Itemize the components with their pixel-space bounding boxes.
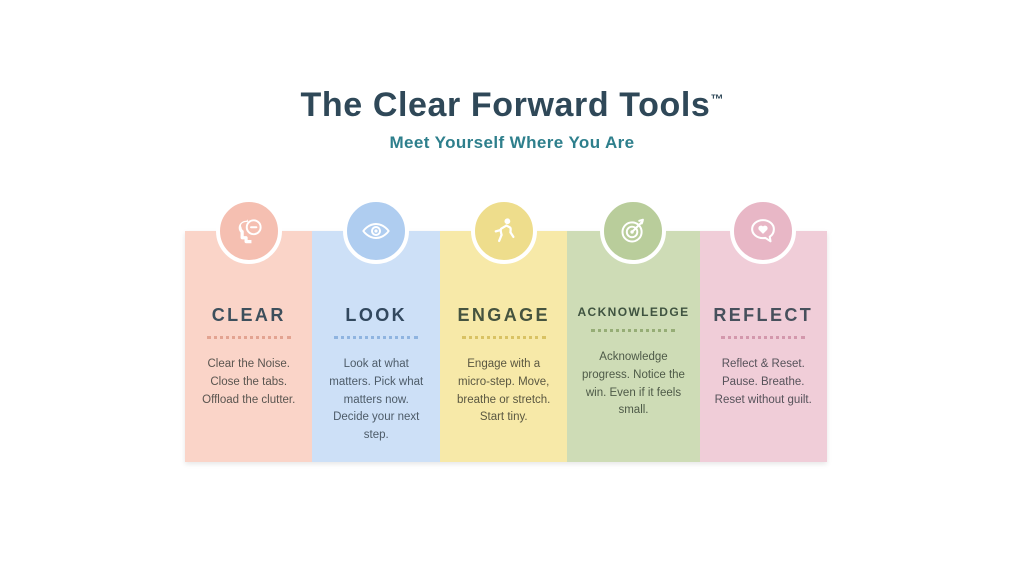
- page-title: The Clear Forward Tools™: [0, 86, 1024, 125]
- step-description-clear: Clear the Noise. Close the tabs. Offload…: [202, 358, 296, 406]
- step-card-engage[interactable]: ENGAGE Engage with a micro-step. Move, b…: [439, 198, 568, 462]
- step-icon-badge-clear: [215, 198, 282, 264]
- speech-bubble-heart-icon: [748, 216, 778, 246]
- target-arrow-icon: [618, 216, 648, 246]
- step-title-reflect: REFLECT: [713, 305, 814, 325]
- page-subtitle: Meet Yourself Where You Are: [389, 133, 635, 153]
- step-icon-badge-engage: [470, 198, 537, 264]
- step-card-acknowledge[interactable]: ACKNOWLEDGE Acknowledge progress. Notice…: [567, 198, 700, 462]
- step-description-look: Look at what matters. Pick what matters …: [329, 358, 424, 442]
- step-divider-acknowledge: [591, 329, 676, 335]
- step-title-look: LOOK: [345, 305, 408, 325]
- step-description-reflect: Reflect & Reset. Pause. Breathe. Reset w…: [714, 358, 812, 406]
- step-icon-badge-look: [343, 198, 410, 264]
- page-title-text: The Clear Forward Tools: [300, 86, 711, 124]
- step-card-reflect[interactable]: REFLECT Reflect & Reset. Pause. Breathe.…: [699, 198, 827, 462]
- step-card-look[interactable]: LOOK Look at what matters. Pick what mat…: [312, 198, 440, 462]
- eye-icon: [361, 216, 391, 246]
- running-person-icon: [489, 216, 519, 246]
- step-description-acknowledge: Acknowledge progress. Notice the win. Ev…: [582, 351, 685, 417]
- step-divider-engage: [461, 336, 546, 342]
- step-divider-clear: [206, 336, 291, 342]
- header: The Clear Forward Tools™ Meet Yourself W…: [0, 86, 1024, 153]
- step-card-clear[interactable]: CLEAR Clear the Noise. Close the tabs. O…: [185, 198, 313, 462]
- step-description-engage: Engage with a micro-step. Move, breathe …: [457, 358, 551, 424]
- head-minus-icon: [234, 216, 264, 246]
- step-title-engage: ENGAGE: [457, 305, 550, 325]
- step-icon-badge-reflect: [730, 198, 797, 264]
- step-title-clear: CLEAR: [211, 305, 286, 325]
- steps-row: CLEAR Clear the Noise. Close the tabs. O…: [185, 198, 827, 462]
- step-icon-badge-acknowledge: [600, 198, 667, 264]
- step-title-acknowledge: ACKNOWLEDGE: [577, 305, 690, 319]
- step-divider-reflect: [721, 336, 806, 342]
- step-divider-look: [334, 336, 419, 342]
- trademark-symbol: ™: [710, 91, 724, 107]
